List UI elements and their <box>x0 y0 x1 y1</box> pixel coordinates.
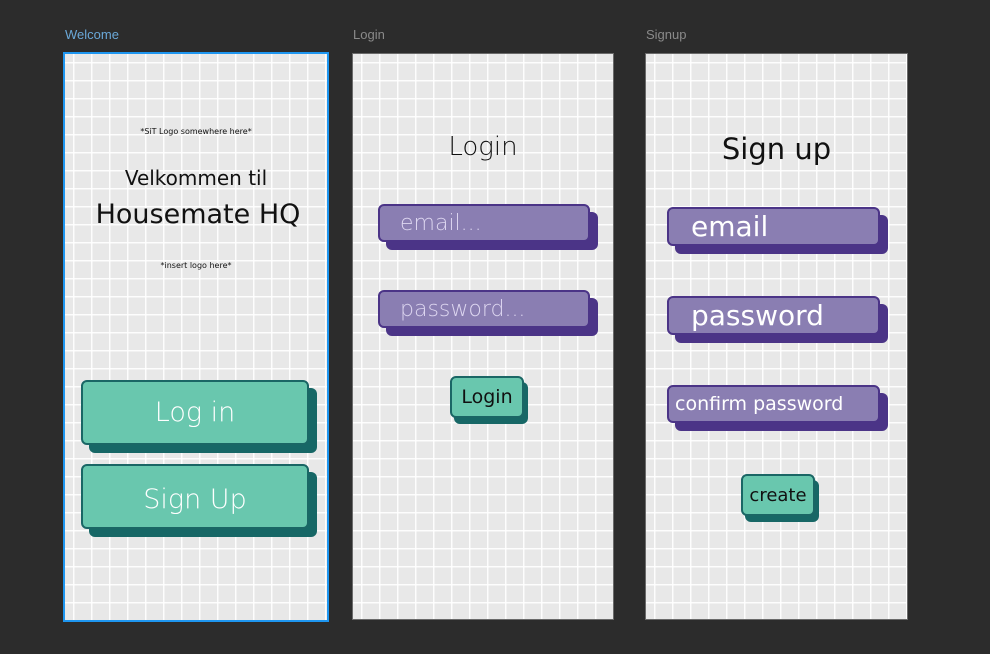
signup-frame[interactable]: Sign up email password confirm password … <box>645 53 908 620</box>
logo-placeholder: *insert logo here* <box>160 261 232 270</box>
create-account-label: create <box>749 484 807 506</box>
signup-button-label: Sign Up <box>143 484 247 515</box>
email-input[interactable]: email... <box>378 204 598 250</box>
signup-confirm-password-label: confirm password <box>675 393 844 415</box>
signup-email-label: email <box>691 210 769 243</box>
password-input-placeholder: password... <box>400 296 526 322</box>
login-title: Login <box>448 132 518 162</box>
login-submit-label: Login <box>461 386 513 408</box>
signup-password-label: password <box>691 299 824 332</box>
signup-title: Sign up <box>721 132 832 166</box>
login-button-label: Log in <box>154 397 236 428</box>
frame-label-welcome[interactable]: Welcome <box>65 27 119 42</box>
create-account-button[interactable]: create <box>741 474 819 522</box>
signup-confirm-password-field[interactable]: confirm password <box>667 385 889 431</box>
frame-label-signup[interactable]: Signup <box>646 27 687 42</box>
sit-logo-placeholder: *SiT Logo somewhere here* <box>140 127 252 136</box>
welcome-heading: Velkommen til <box>124 166 268 190</box>
signup-email-field[interactable]: email <box>667 207 889 255</box>
login-frame[interactable]: Login email... password... Login <box>352 53 614 620</box>
signup-password-field[interactable]: password <box>667 296 889 344</box>
login-submit-button[interactable]: Login <box>450 376 528 424</box>
login-button[interactable]: Log in <box>81 380 317 453</box>
email-input-placeholder: email... <box>400 210 482 236</box>
password-input[interactable]: password... <box>378 290 598 336</box>
app-name-heading: Housemate HQ <box>95 199 301 230</box>
signup-button[interactable]: Sign Up <box>81 464 317 537</box>
frame-label-login[interactable]: Login <box>353 27 385 42</box>
welcome-frame[interactable]: *SiT Logo somewhere here* Velkommen til … <box>63 52 329 622</box>
